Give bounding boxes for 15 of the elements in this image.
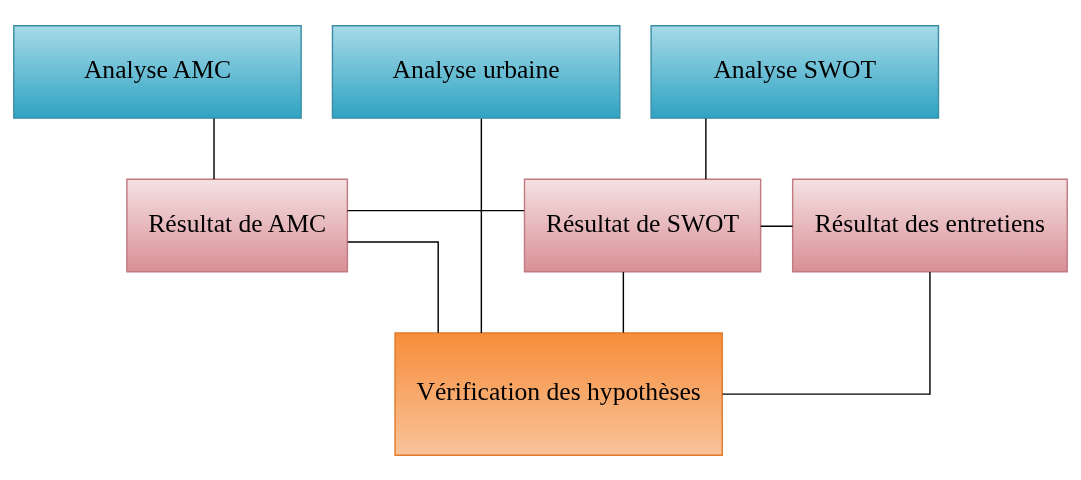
connector <box>346 209 525 211</box>
node-box: Analyse AMC <box>13 24 302 119</box>
node-box: Vérification des hypothèses <box>394 331 723 456</box>
node-box: Analyse urbaine <box>331 24 621 119</box>
connector <box>760 225 794 227</box>
node-box: Analyse SWOT <box>650 24 940 119</box>
connector <box>480 117 483 334</box>
node-box: Résultat de SWOT <box>523 178 762 272</box>
connector <box>622 270 625 333</box>
node-box: Résultat des entretiens <box>791 178 1068 272</box>
connector <box>346 240 439 333</box>
node-box: Résultat de AMC <box>126 178 349 272</box>
connector <box>705 117 707 180</box>
connector <box>721 270 931 395</box>
connector <box>213 117 215 180</box>
